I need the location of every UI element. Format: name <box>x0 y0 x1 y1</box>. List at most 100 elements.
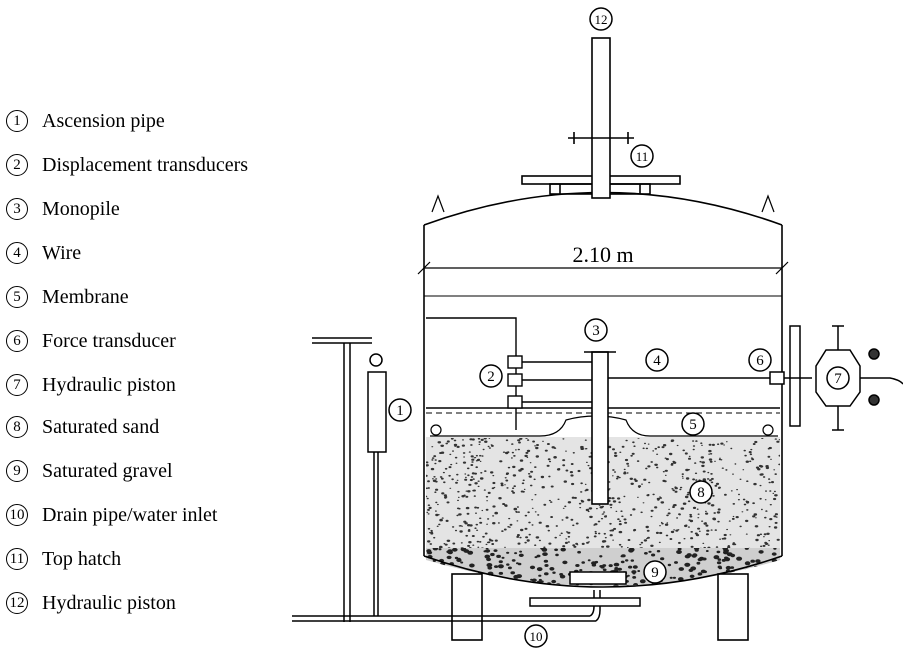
soil-grain <box>504 504 508 507</box>
legend-label: Hydraulic piston <box>42 591 176 614</box>
callout-11: 11 <box>630 144 654 168</box>
soil-grain <box>771 605 775 608</box>
soil-grain <box>544 564 549 567</box>
soil-grain <box>440 580 445 584</box>
soil-grain <box>599 555 603 558</box>
soil-grain <box>700 605 704 608</box>
legend-number: 10 <box>6 504 28 526</box>
soil-grain <box>776 580 780 585</box>
soil-grain <box>462 461 467 464</box>
soil-grain <box>620 546 623 548</box>
soil-grain <box>737 499 740 501</box>
soil-grain <box>483 590 486 592</box>
soil-grain <box>498 560 503 564</box>
soil-grain <box>773 603 776 605</box>
soil-grain <box>613 562 620 567</box>
legend-number: 4 <box>6 242 28 264</box>
soil-grain <box>709 577 713 581</box>
soil-grain <box>443 543 446 545</box>
soil-grain <box>450 438 454 440</box>
soil-grain <box>591 563 597 567</box>
soil-grain <box>452 570 457 573</box>
legend-label: Force transducer <box>42 329 176 352</box>
soil-grain <box>608 564 613 568</box>
soil-grain <box>746 509 749 511</box>
soil-grain <box>474 527 477 529</box>
soil-grain <box>663 600 669 604</box>
soil-grain <box>465 476 467 478</box>
soil-grain <box>565 450 567 452</box>
soil-grain <box>467 524 471 527</box>
soil-grain <box>545 525 550 528</box>
callout-4: 4 <box>645 348 669 372</box>
soil-grain <box>719 538 721 540</box>
callout-2: 2 <box>479 364 503 388</box>
soil-grain <box>511 443 514 445</box>
soil-grain <box>469 438 473 441</box>
soil-grain <box>663 480 667 483</box>
drain-pipe <box>292 571 641 622</box>
svg-text:8: 8 <box>697 485 705 501</box>
soil-grain <box>746 480 749 483</box>
soil-grain <box>778 463 780 466</box>
soil-grain <box>567 535 571 538</box>
soil-grain <box>438 523 441 526</box>
soil-grain <box>614 454 618 457</box>
soil-grain <box>470 444 473 446</box>
soil-grain <box>709 479 712 482</box>
soil-grain <box>544 449 548 452</box>
soil-grain <box>656 453 659 455</box>
soil-grain <box>597 520 601 523</box>
soil-grain <box>542 440 544 442</box>
soil-grain <box>662 471 665 473</box>
soil-grain <box>773 603 778 606</box>
soil-grain <box>743 449 746 452</box>
soil-grain <box>715 482 720 485</box>
soil-grain <box>565 516 569 519</box>
soil-grain <box>453 443 458 447</box>
soil-grain <box>678 541 681 544</box>
soil-grain <box>659 497 663 499</box>
soil-grain <box>504 606 508 609</box>
soil-grain <box>484 440 488 443</box>
soil-grain <box>645 525 649 529</box>
soil-grain <box>489 583 495 586</box>
soil-grain <box>744 454 747 457</box>
soil-grain <box>726 528 728 531</box>
soil-grain <box>728 520 731 522</box>
soil-grain <box>728 583 734 586</box>
soil-grain <box>435 510 437 512</box>
soil-grain <box>489 539 493 542</box>
soil-grain <box>772 582 778 586</box>
soil-grain <box>726 441 728 443</box>
soil-grain <box>487 518 490 520</box>
soil-grain <box>445 442 449 445</box>
soil-grain <box>694 549 699 552</box>
legend-label: Saturated sand <box>42 415 160 438</box>
soil-grain <box>610 506 612 509</box>
tank-bottom-dome <box>423 555 783 588</box>
soil-grain <box>768 481 771 484</box>
soil-grain <box>446 539 451 542</box>
soil-grain <box>499 460 503 463</box>
soil-grain <box>691 554 697 558</box>
soil-grain <box>445 519 449 523</box>
legend-number: 12 <box>6 592 28 614</box>
soil-grain <box>426 495 428 498</box>
soil-grain <box>647 536 650 539</box>
soil-grain <box>687 601 691 604</box>
soil-grain <box>754 565 759 569</box>
callout-7: 7 <box>826 366 850 390</box>
soil-grain <box>695 479 698 481</box>
soil-grain <box>735 516 739 519</box>
soil-grain <box>645 467 648 470</box>
soil-grain <box>617 497 621 500</box>
soil-grain <box>701 461 705 464</box>
soil-grain <box>555 525 558 527</box>
soil-grain <box>562 464 566 467</box>
soil-grain <box>479 477 484 480</box>
soil-grain <box>739 478 742 480</box>
soil-grain <box>480 438 484 441</box>
soil-grain <box>497 522 500 524</box>
soil-grain <box>759 473 763 476</box>
